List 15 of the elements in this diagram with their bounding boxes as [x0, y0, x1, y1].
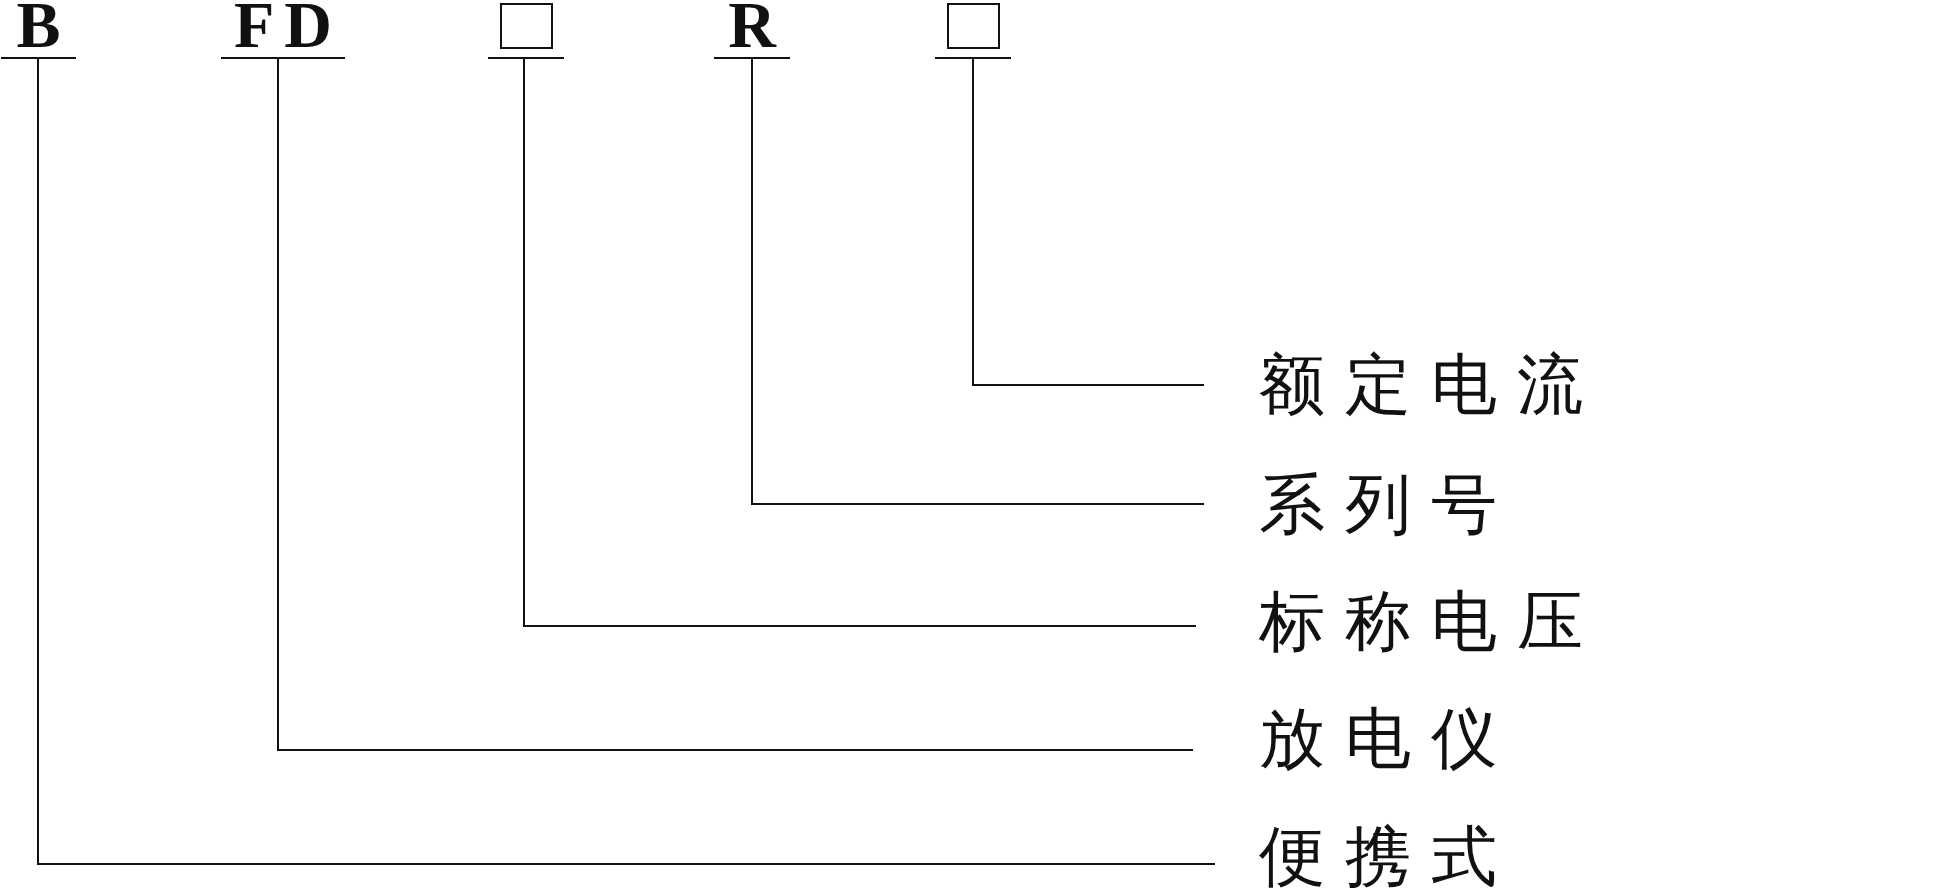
placeholder-box [488, 0, 564, 59]
part-label: 便携式 [1259, 824, 1497, 890]
leader-line [277, 58, 1194, 751]
leader-line [37, 58, 1216, 865]
part-label: 标称电压 [1259, 589, 1583, 655]
part-label: 放电仪 [1259, 706, 1497, 772]
leader-line [972, 58, 1205, 386]
code-letter: FD [221, 0, 345, 59]
part-label: 额定电流 [1259, 352, 1583, 418]
leader-line [523, 58, 1197, 627]
leader-line [751, 58, 1205, 505]
code-letter: R [714, 0, 790, 59]
code-letter: B [1, 0, 76, 59]
part-label: 系列号 [1259, 472, 1497, 538]
placeholder-box [935, 0, 1011, 59]
